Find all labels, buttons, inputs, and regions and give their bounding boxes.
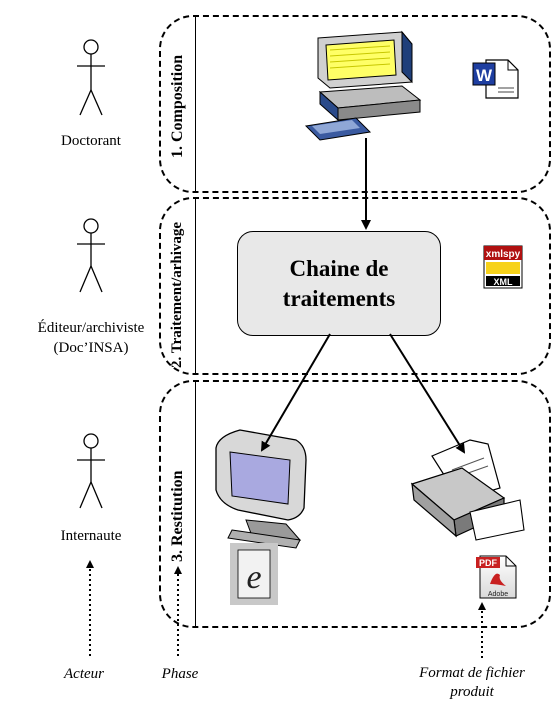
arrow-process-to-monitor	[260, 333, 331, 452]
legend-phase: Phase	[161, 666, 199, 682]
printer-icon	[410, 439, 525, 541]
process-label-line1: Chaine de	[289, 255, 389, 281]
desktop-computer-icon	[304, 30, 422, 141]
svg-text:W: W	[476, 66, 493, 85]
process-box: Chaine de traitements	[237, 231, 441, 336]
xmlspy-icon: xmlspy XML	[483, 245, 523, 289]
phase-separator	[195, 199, 196, 373]
actor-label-editeur-org: (Doc’INSA)	[53, 340, 129, 356]
word-document-icon: W	[472, 59, 519, 99]
phase-separator	[195, 382, 196, 626]
actor-label-internaute: Internaute	[60, 528, 122, 544]
pdf-document-icon: PDF Adobe	[476, 555, 517, 599]
actor-doctorant-figure	[77, 39, 105, 116]
legend-format-line1: Format de fichier	[419, 665, 525, 681]
phase-separator	[195, 17, 196, 191]
adobe-icon-text: Adobe	[488, 591, 508, 598]
internet-explorer-icon: e	[230, 543, 278, 605]
process-label-line2: traitements	[282, 285, 396, 311]
actor-editeur-figure	[77, 218, 105, 293]
legend-acteur: Acteur	[64, 666, 104, 682]
monitor-icon	[215, 429, 307, 549]
xmlspy-icon-text: xmlspy	[486, 249, 521, 260]
pdf-icon-text: PDF	[479, 558, 498, 568]
actor-internaute-figure	[77, 433, 105, 509]
ie-icon-text: e	[246, 559, 261, 596]
actor-label-doctorant: Doctorant	[61, 133, 121, 149]
legend-format-line2: produit	[450, 684, 494, 700]
actor-label-editeur: Éditeur/archiviste	[37, 320, 145, 336]
xml-icon-text: XML	[494, 277, 514, 287]
arrow-process-to-printer	[389, 333, 466, 454]
